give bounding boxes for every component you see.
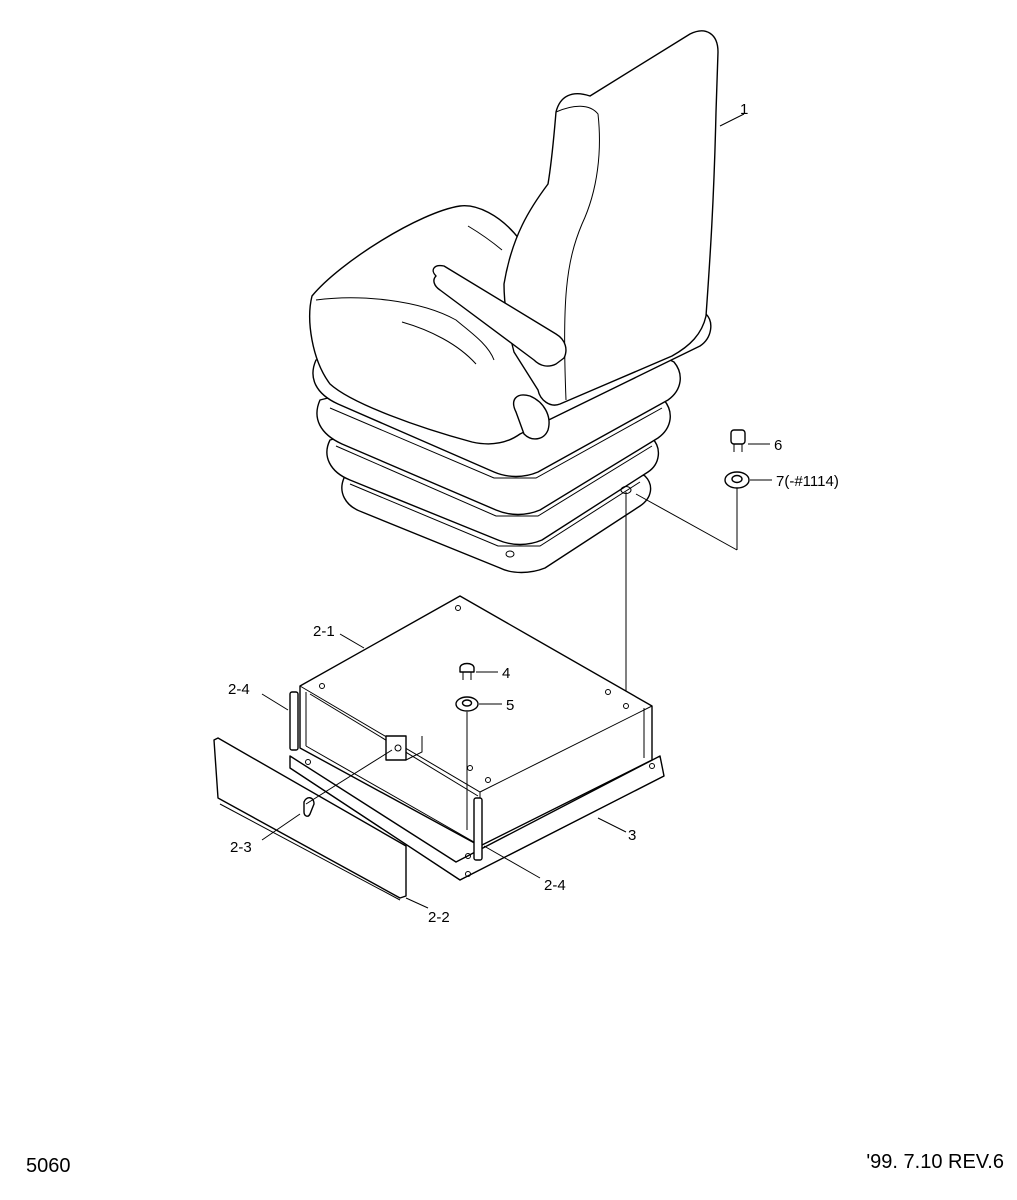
lid-2-2: 2-2 [213,737,450,926]
label-part-2-1: 2-1 [313,623,335,640]
label-part-6: 6 [774,437,782,454]
rail-2-4-left: 2-4 [228,681,299,751]
label-p3-group: 3 [597,817,636,844]
seat-armrest [432,264,567,440]
rail-2-4-right: 2-4 [473,797,566,894]
bolt-4: 4 [459,662,510,682]
label-part-1: 1 [740,101,748,118]
seat-backrest [503,30,719,406]
bolt-washer-group: 6 7(-#1114) [625,429,839,706]
label-part-5: 5 [506,697,514,714]
label-part-2-4b: 2-4 [544,877,566,894]
bolt-leader-lines [625,488,738,706]
seat-box-assembly: 2-1 2-4 2-4 2-2 2-3 [213,595,665,926]
page-number: 5060 [26,1155,71,1177]
label-p1-group: 1 [719,101,748,127]
label-part-2-3: 2-3 [230,839,252,856]
label-part-3: 3 [628,827,636,844]
label-part-2-2: 2-2 [428,909,450,926]
latch-2-3: 2-3 [230,749,393,856]
label-part-2-4a: 2-4 [228,681,250,698]
revision-stamp: '99. 7.10 REV.6 [866,1151,1004,1173]
label-part-7: 7(-#1114) [776,473,839,490]
box-body-2-1: 2-1 [299,595,653,847]
washer-7: 7(-#1114) [724,471,839,490]
label-part-4: 4 [502,665,510,682]
seat-assembly: 1 [309,30,748,574]
bolt-6: 6 [730,429,782,454]
washer-5: 5 [455,696,514,830]
